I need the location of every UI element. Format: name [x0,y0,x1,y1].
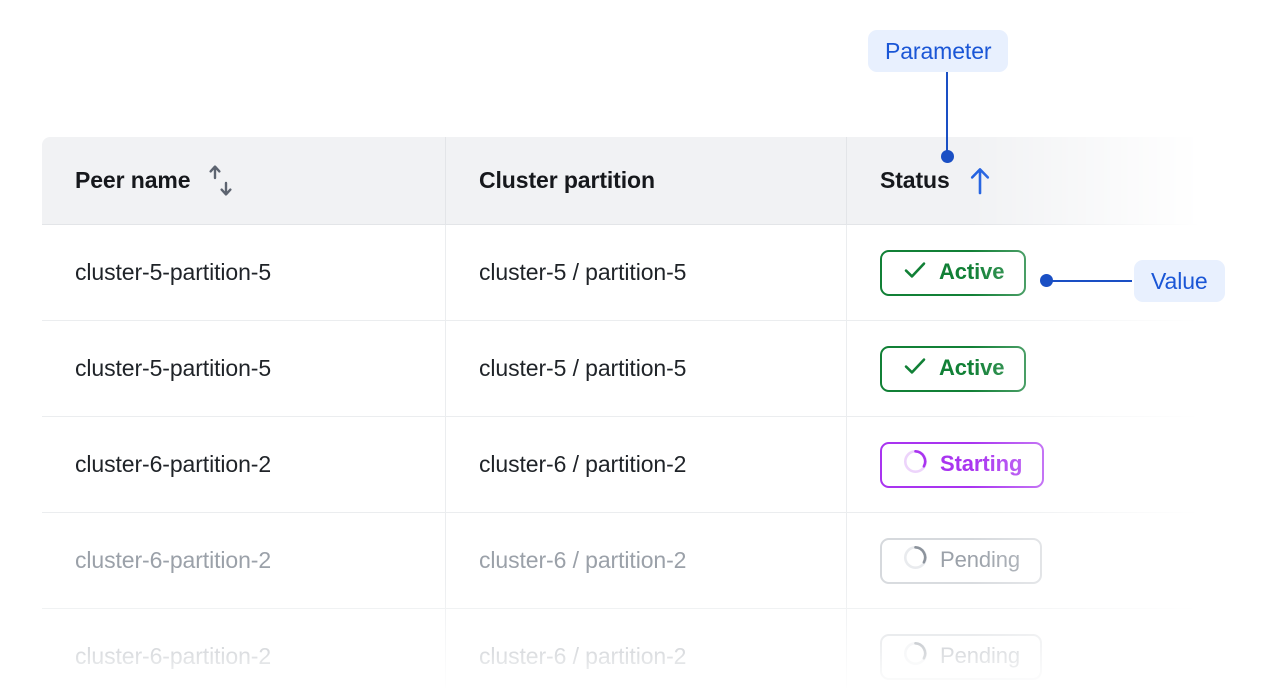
table-row[interactable]: cluster-6-partition-2 cluster-6 / partit… [42,416,1201,513]
cell-peer-name: cluster-6-partition-2 [42,416,446,513]
cell-cluster-partition: cluster-6 / partition-2 [445,416,847,513]
peers-table-container: Peer name Cluster partition [41,136,1201,688]
cell-cluster-partition: cluster-5 / partition-5 [445,224,847,321]
cell-status: Pending [846,512,1201,609]
status-badge-active: Active [880,249,1027,296]
column-header-peer-name[interactable]: Peer name [42,137,446,225]
column-header-status[interactable]: Status [846,137,1201,225]
status-badge-active: Active [880,345,1027,392]
status-badge-label: Active [939,354,1005,380]
spinner-icon [902,544,929,577]
arrow-up-icon[interactable] [966,165,994,197]
check-icon [902,353,928,385]
callout-value-dot [1040,274,1053,287]
cell-status: Pending [846,608,1201,688]
callout-parameter-line [946,72,948,156]
sort-both-icon[interactable] [206,164,236,198]
column-header-cluster-partition[interactable]: Cluster partition [445,137,847,225]
cell-cluster-partition: cluster-6 / partition-2 [445,608,847,688]
callout-parameter-dot [941,150,954,163]
cell-status: Active [846,320,1201,417]
callout-value-line [1052,280,1132,282]
spinner-icon [902,448,929,481]
table-body: cluster-5-partition-5 cluster-5 / partit… [42,224,1201,688]
status-badge-label: Active [939,258,1005,284]
cell-peer-name: cluster-6-partition-2 [42,512,446,609]
cell-peer-name: cluster-6-partition-2 [42,608,446,688]
callout-parameter-chip: Parameter [868,30,1009,72]
cell-cluster-partition: cluster-6 / partition-2 [445,512,847,609]
table-row[interactable]: cluster-5-partition-5 cluster-5 / partit… [42,224,1201,321]
column-header-peer-name-label: Peer name [75,167,191,193]
cell-status: Active [846,224,1201,321]
table-row[interactable]: cluster-6-partition-2 cluster-6 / partit… [42,512,1201,609]
cell-status: Starting [846,416,1201,513]
table-header: Peer name Cluster partition [42,137,1201,225]
status-badge-starting: Starting [880,441,1045,488]
table-row[interactable]: cluster-6-partition-2 cluster-6 / partit… [42,608,1201,688]
cell-peer-name: cluster-5-partition-5 [42,224,446,321]
status-badge-label: Starting [940,450,1023,476]
status-badge-pending: Pending [880,633,1043,680]
status-badge-label: Pending [940,546,1021,572]
cell-peer-name: cluster-5-partition-5 [42,320,446,417]
peers-table: Peer name Cluster partition [41,136,1201,688]
column-header-cluster-partition-label: Cluster partition [479,167,655,193]
spinner-icon [902,640,929,673]
table-row[interactable]: cluster-5-partition-5 cluster-5 / partit… [42,320,1201,417]
column-header-status-label: Status [880,167,950,193]
table-header-row: Peer name Cluster partition [42,137,1201,225]
check-icon [902,257,928,289]
cell-cluster-partition: cluster-5 / partition-5 [445,320,847,417]
callout-value-chip: Value [1134,260,1225,302]
peers-table-clip: Peer name Cluster partition [41,136,1201,688]
status-badge-label: Pending [940,642,1021,668]
status-badge-pending: Pending [880,537,1043,584]
